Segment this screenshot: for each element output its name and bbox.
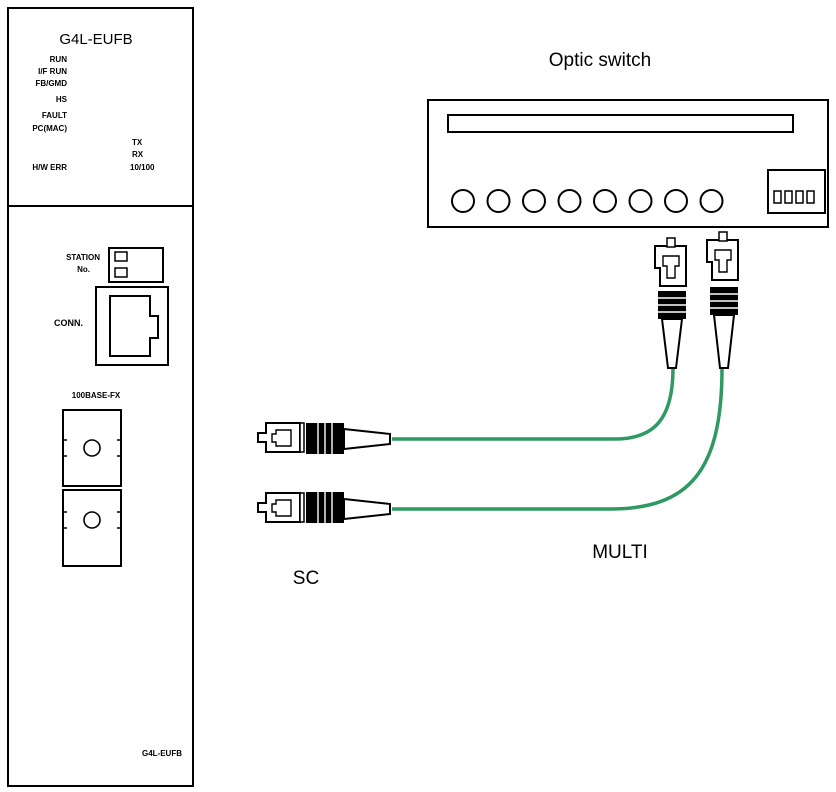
switch-port-5 (593, 189, 617, 213)
fiber-port-label: 100BASE-FX (72, 391, 121, 400)
fiber-port-lower-hole (83, 511, 101, 529)
cable-type-label: MULTI (592, 542, 648, 563)
station-switch-lower (114, 267, 128, 278)
conn-label: CONN. (54, 318, 83, 328)
module-connector-2 (257, 492, 391, 523)
switch-connector-1 (654, 237, 687, 369)
fiber-cable-2 (392, 367, 724, 511)
conn-port-socket (109, 295, 159, 357)
switch-dip-row (773, 190, 815, 204)
led-label-hw-err: H/W ERR (32, 163, 67, 172)
station-no-label: No. (77, 265, 90, 274)
led-label-tx: TX (132, 138, 143, 147)
switch-port-4 (557, 189, 582, 213)
fiber-cable-1 (392, 367, 675, 441)
switch-port-8 (699, 189, 724, 213)
switch-title: Optic switch (549, 50, 651, 71)
led-label-hs: HS (56, 95, 68, 104)
switch-port-7 (664, 189, 688, 213)
dip-switch-3 (795, 190, 804, 204)
switch-port-3 (522, 189, 546, 213)
switch-slot (447, 114, 794, 133)
station-label: STATION (66, 253, 100, 262)
connector-type-label: SC (293, 568, 319, 589)
switch-port-6 (628, 189, 653, 213)
module-connector-1 (257, 422, 391, 454)
module-body (7, 7, 194, 787)
fiber-port-upper-hole (83, 439, 101, 457)
led-label-fault: FAULT (42, 111, 67, 120)
g4l-eufb-module: G4L-EUFB RUN I/F RUN FB/GMD HS FAULT PC(… (7, 7, 194, 787)
dip-switch-2 (784, 190, 793, 204)
led-label-if-run: I/F RUN (38, 67, 67, 76)
module-title: G4L-EUFB (59, 31, 132, 48)
optic-switch (427, 99, 829, 228)
led-label-pc-mac: PC(MAC) (32, 124, 67, 133)
led-label-rx: RX (132, 150, 144, 159)
led-label-fb-gmd: FB/GMD (35, 79, 67, 88)
led-label-run: RUN (50, 55, 68, 64)
fiber-cables (392, 367, 724, 511)
fiber-port-ticks (63, 439, 121, 529)
switch-port-row (451, 189, 724, 213)
switch-port-2 (486, 189, 511, 213)
led-label-10-100: 10/100 (130, 163, 155, 172)
dip-switch-1 (773, 190, 782, 204)
switch-port-1 (451, 189, 475, 213)
module-bottom-label: G4L-EUFB (142, 749, 182, 758)
station-switch-upper (114, 251, 128, 262)
switch-connector-2 (706, 231, 739, 369)
dip-switch-4 (806, 190, 815, 204)
